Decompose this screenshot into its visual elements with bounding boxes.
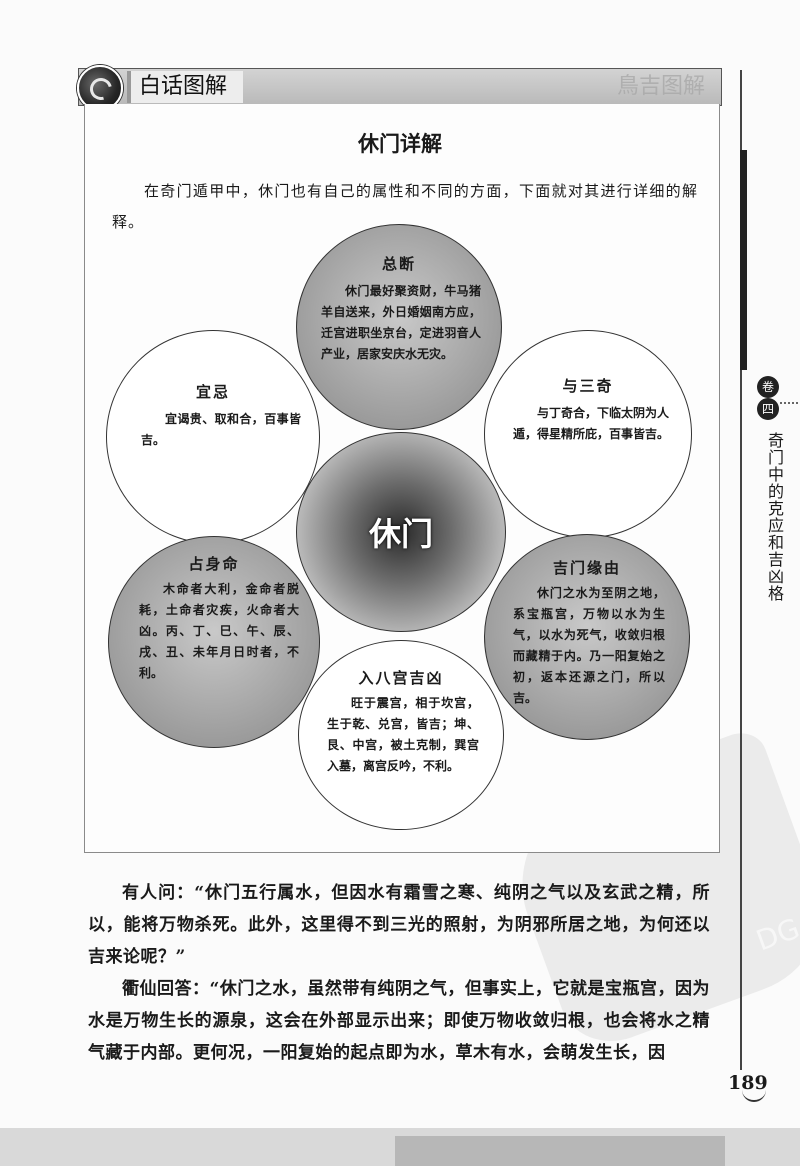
circle-yiji: 宜忌 宜谒贵、取和合，百事皆吉。 <box>106 330 320 544</box>
circle-rubagong: 入八宫吉凶 旺于震宫，相于坎宫，生于乾、兑宫，皆吉；坤、艮、中宫，被土克制，巽宫… <box>298 640 504 830</box>
circle-jimenyuanyou: 吉门缘由 休门之水为至阴之地，系宝瓶宫，万物以水为生气，以水为死气，收敛归根而藏… <box>484 534 690 740</box>
circle-title: 入八宫吉凶 <box>358 669 444 687</box>
page-number-flourish <box>742 1088 766 1102</box>
emblem-icon <box>77 65 123 111</box>
side-marker <box>740 150 747 370</box>
center-label: 休门 <box>368 515 433 553</box>
swirl-ornament <box>780 392 798 404</box>
circle-title: 吉门缘由 <box>552 559 621 577</box>
circle-body: 休门之水为至阴之地，系宝瓶宫，万物以水为生气，以水为死气，收敛归根而藏精于内。乃… <box>513 586 665 705</box>
section-header: 白话图解 鳥吉图解 <box>77 65 722 111</box>
circle-xiumen-center: 休门 <box>296 432 506 632</box>
circle-body: 旺于震宫，相于坎宫，生于乾、兑宫，皆吉；坤、艮、中宫，被土克制，巽宫入墓，离宫反… <box>327 696 479 773</box>
header-ghost-text: 鳥吉图解 <box>616 74 705 99</box>
circle-body: 木命者大利，金命者脱耗，土命者灾疾，火命者大凶。丙、丁、巳、午、辰、戌、丑、未年… <box>139 582 299 680</box>
circle-yusanqi: 与三奇 与丁奇合，下临太阴为人遁，得星精所庇，百事皆吉。 <box>484 330 692 538</box>
diagram-intro: 在奇门遁甲中，休门也有自己的属性和不同的方面，下面就对其进行详细的解释。 <box>112 182 698 231</box>
circle-title: 占身命 <box>188 555 240 573</box>
diagram-title: 休门详解 <box>358 132 442 156</box>
body-paragraph-question: 有人问：“休门五行属水，但因水有霜雪之寒、纯阴之气以及玄武之精，所以，能将万物杀… <box>88 883 710 967</box>
side-rule <box>740 70 742 1070</box>
section-title: 白话图解 <box>127 71 244 103</box>
circle-body: 休门最好聚资财，牛马猪羊自送来，外日婚姻南方应，迁宫进职坐京台，定进羽音人产业，… <box>321 284 481 361</box>
circle-title: 与三奇 <box>562 377 614 395</box>
chapter-title: 奇门中的克应和吉凶格 <box>765 432 784 602</box>
circle-title: 总断 <box>381 255 416 273</box>
circle-body: 宜谒贵、取和合，百事皆吉。 <box>141 412 301 447</box>
volume-badge: 卷 <box>757 376 779 398</box>
circle-zhanshenming: 占身命 木命者大利，金命者脱耗，土命者灾疾，火命者大凶。丙、丁、巳、午、辰、戌、… <box>108 536 320 748</box>
circle-body: 与丁奇合，下临太阴为人遁，得星精所庇，百事皆吉。 <box>513 406 670 441</box>
circle-zongduan: 总断 休门最好聚资财，牛马猪羊自送来，外日婚姻南方应，迁宫进职坐京台，定进羽音人… <box>296 224 502 430</box>
circle-title: 宜忌 <box>195 383 230 401</box>
scan-bottom-shadow <box>395 1136 725 1166</box>
volume-badge: 四 <box>757 398 779 420</box>
body-paragraph-answer: 衢仙回答：“休门之水，虽然带有纯阴之气，但事实上，它就是宝瓶宫，因为水是万物生长… <box>88 979 710 1063</box>
